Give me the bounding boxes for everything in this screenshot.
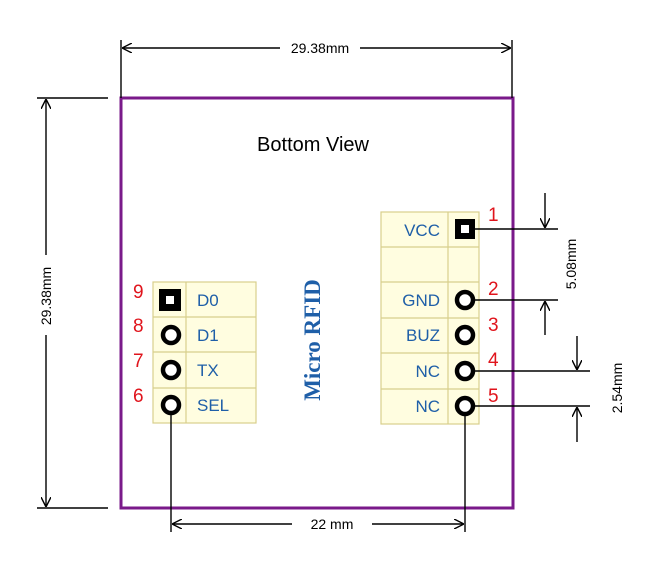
left-pin-7: TX 7 <box>133 351 219 381</box>
pin-number: 6 <box>133 386 144 407</box>
right-pin-2: GND 2 <box>402 279 499 311</box>
board-outline <box>119 96 515 510</box>
width-dimension-label: 29.38mm <box>291 40 349 56</box>
left-pin-9: D0 9 <box>133 282 219 311</box>
height-dimension-label: 29.38mm <box>38 267 54 325</box>
round-pad-icon <box>160 359 182 381</box>
pin-pitch-dimension-label: 2.54mm <box>609 363 625 414</box>
left-pin-8: D1 8 <box>133 316 219 346</box>
height-dimension: 29.38mm <box>37 97 108 509</box>
right-pin-4: NC 4 <box>415 350 499 382</box>
right-pin-1: VCC 1 <box>404 205 498 240</box>
pin-pitch-dimension: 2.54mm <box>473 336 625 442</box>
pin-name: TX <box>197 361 219 380</box>
pin-number: 9 <box>133 282 144 303</box>
pin-name: D0 <box>197 291 219 310</box>
round-pad-icon <box>454 360 476 382</box>
view-title: Bottom View <box>257 134 369 156</box>
width-dimension: 29.38mm <box>120 40 513 98</box>
pin-name: GND <box>402 291 440 310</box>
pin-name: BUZ <box>406 326 440 345</box>
pin-gap-dimension-label: 5.08mm <box>563 239 579 290</box>
pin-number: 3 <box>488 315 499 336</box>
right-pin-3: BUZ 3 <box>406 315 499 346</box>
pin-name: NC <box>415 362 440 381</box>
header-distance-dimension-label: 22 mm <box>311 516 354 532</box>
pin-number: 4 <box>488 350 499 371</box>
pin-name: VCC <box>404 221 440 240</box>
pin-name: D1 <box>197 326 219 345</box>
round-pad-icon <box>454 395 476 417</box>
pin-gap-dimension: 5.08mm <box>473 193 579 335</box>
pin-name: SEL <box>197 396 229 415</box>
right-header <box>380 211 480 425</box>
pin-number: 8 <box>133 316 144 337</box>
round-pad-icon <box>454 324 476 346</box>
round-pad-icon <box>160 394 182 416</box>
left-pin-6: SEL 6 <box>133 386 229 416</box>
round-pad-icon <box>454 289 476 311</box>
module-label: Micro RFID <box>300 279 325 401</box>
pin-number: 7 <box>133 351 144 372</box>
pin-number: 5 <box>488 386 499 407</box>
pin-number: 2 <box>488 279 499 300</box>
pin-name: NC <box>415 397 440 416</box>
header-distance-dimension: 22 mm <box>170 414 466 532</box>
round-pad-icon <box>160 324 182 346</box>
pin-number: 1 <box>488 205 499 226</box>
